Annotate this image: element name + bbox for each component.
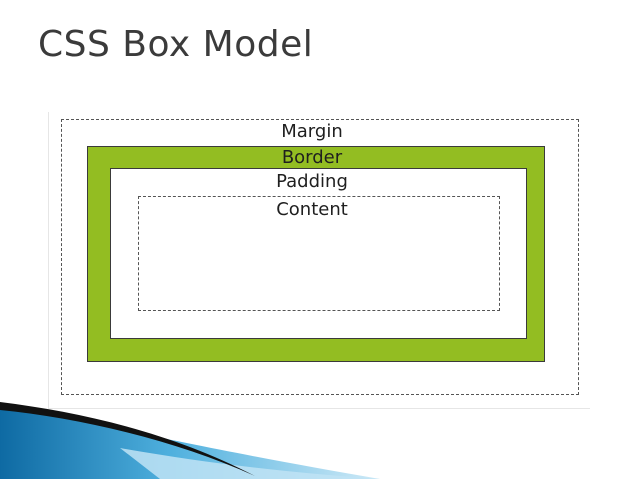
content-box (138, 196, 500, 311)
swoosh-blue-band (0, 405, 380, 479)
margin-box (61, 119, 579, 395)
swoosh-light-band (120, 448, 380, 479)
content-label: Content (276, 199, 348, 220)
slide-title: CSS Box Model (38, 24, 314, 65)
frame-line-left (48, 112, 49, 408)
margin-label: Margin (281, 121, 343, 142)
border-label: Border (281, 147, 343, 168)
frame-line-bottom (48, 408, 590, 409)
swoosh-dark-stroke (0, 402, 255, 476)
padding-label: Padding (276, 171, 348, 192)
